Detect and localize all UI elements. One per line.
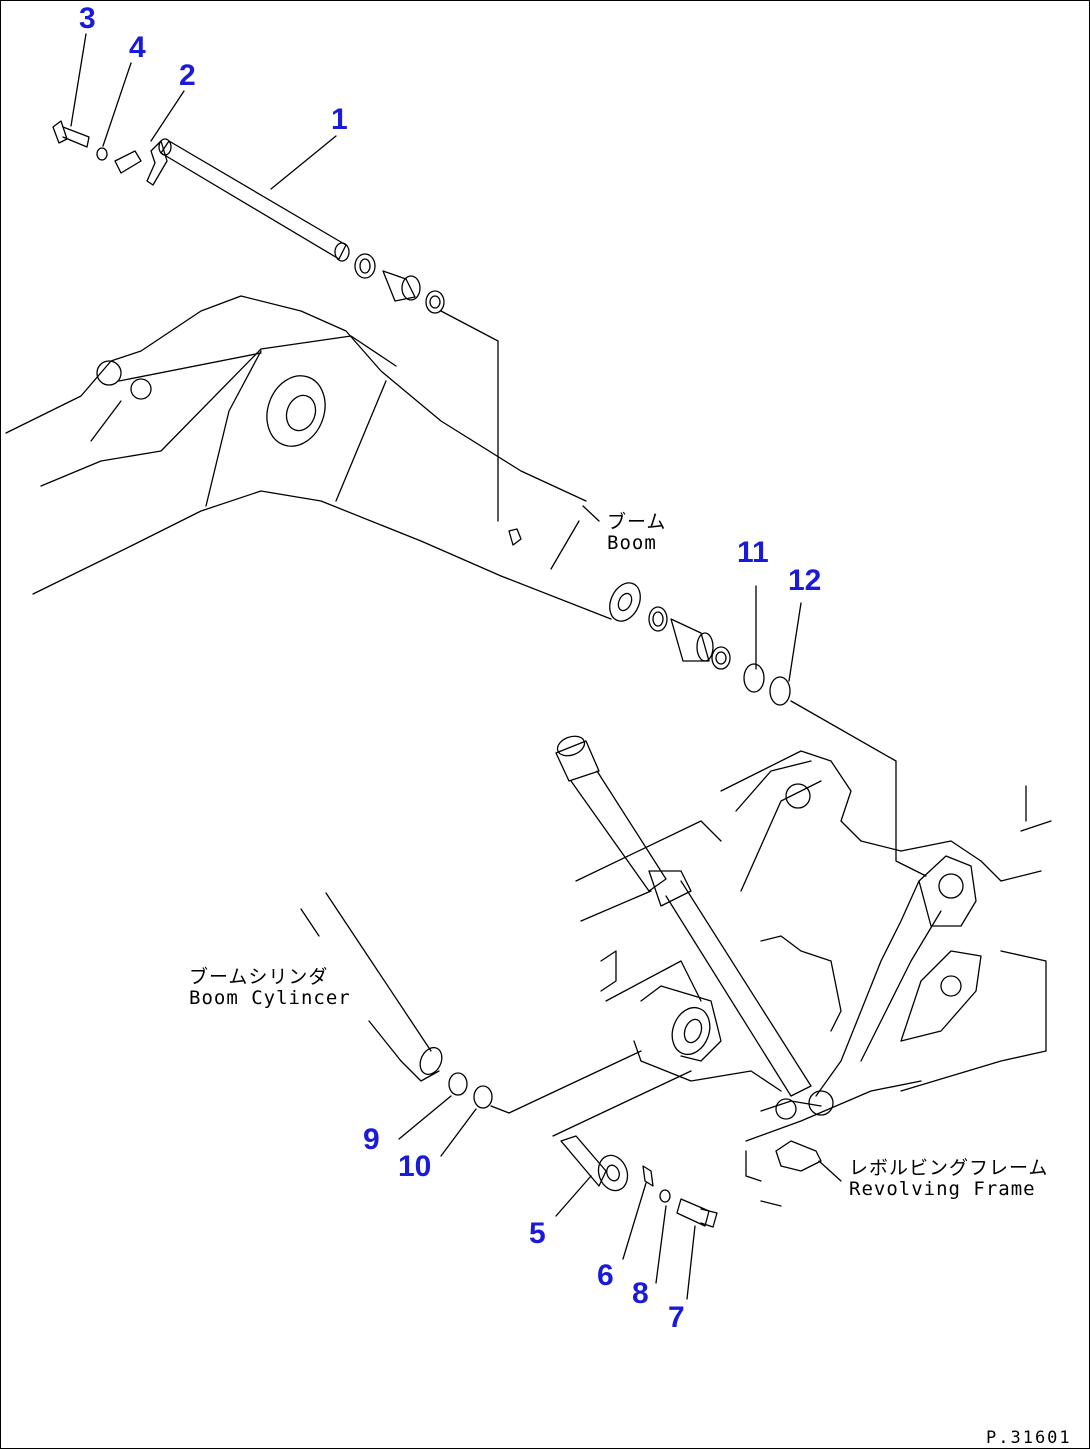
bolt-7 [676, 1198, 718, 1228]
callout-5: 5 [529, 1217, 546, 1250]
boom-label-en: Boom [607, 531, 657, 554]
pin-leader-line [552, 1070, 692, 1137]
callout-2: 2 [179, 59, 196, 92]
lower-bushings [648, 606, 731, 670]
callout-8: 8 [632, 1277, 649, 1310]
boom-label: ブーム Boom [607, 512, 666, 554]
callout-4: 4 [129, 31, 146, 64]
shim-10 [473, 1085, 493, 1109]
upper-bushings [354, 253, 445, 314]
boom-foot-pin-1 [146, 138, 350, 262]
shim-9 [448, 1072, 468, 1096]
plate-2 [114, 150, 142, 174]
washer-4 [96, 147, 108, 161]
callout-1: 1 [331, 103, 348, 136]
callout-11: 11 [737, 536, 769, 569]
lower-leader-line [790, 700, 927, 877]
revolving-frame-label: レボルビングフレーム Revolving Frame [849, 1158, 1048, 1200]
callout-9: 9 [363, 1123, 380, 1156]
drawing-code: P.31601 [986, 1428, 1072, 1448]
shim-11 [743, 663, 765, 693]
boom-cylinder [555, 735, 812, 1097]
callout-7: 7 [668, 1301, 685, 1334]
revolving-frame-label-jp: レボルビングフレーム [849, 1157, 1049, 1179]
upper-leader-line [440, 310, 499, 522]
callout-3: 3 [79, 2, 96, 35]
boom-lower-boss [609, 582, 641, 622]
plate-6 [642, 1165, 654, 1187]
callout-12: 12 [788, 564, 822, 597]
boom-cylinder-rod-end [300, 892, 443, 1082]
callout-10: 10 [398, 1150, 432, 1183]
shim-12 [769, 676, 791, 706]
revolving-frame-label-en: Revolving Frame [849, 1177, 1036, 1200]
boom-cylinder-label: ブームシリンダ Boom Cylincer [189, 967, 351, 1009]
boom-label-jp: ブーム [607, 511, 667, 533]
boom-cylinder-label-en: Boom Cylincer [189, 986, 351, 1009]
cylinder-leader-line [490, 1050, 642, 1114]
boom-structure [5, 295, 612, 620]
washer-8 [659, 1189, 671, 1203]
boom-cylinder-label-jp: ブームシリンダ [189, 966, 329, 988]
revolving-frame [575, 750, 1052, 1207]
callout-leaders [70, 33, 842, 1300]
upper-pin-hole [508, 528, 522, 546]
callout-6: 6 [597, 1259, 614, 1292]
bolt-3 [52, 120, 90, 148]
pin-5 [560, 1135, 629, 1192]
